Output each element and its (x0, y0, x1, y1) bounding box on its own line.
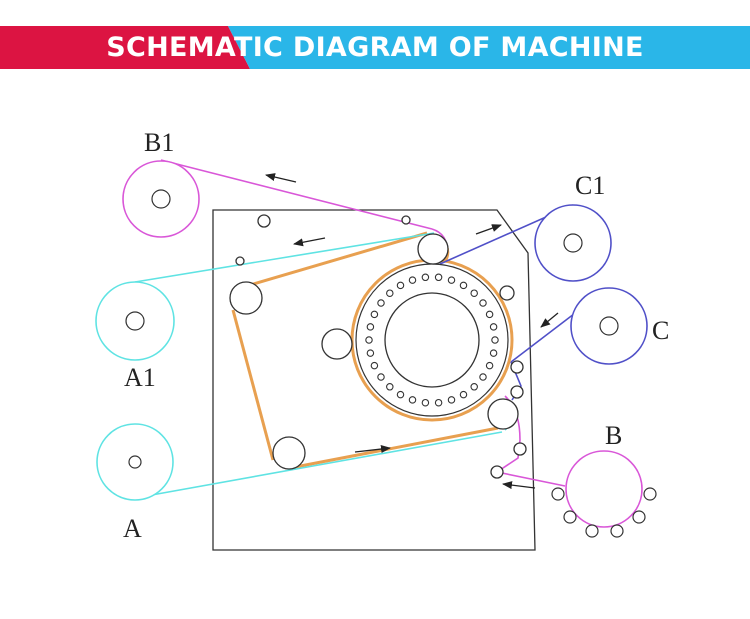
arrow-cyan-top (293, 237, 326, 247)
drum-hole (434, 273, 443, 282)
roller-bottom-right (487, 398, 519, 430)
roller-center-left (321, 328, 353, 360)
internal-rollers (229, 214, 527, 479)
roller-top (417, 233, 449, 265)
drum-hole (396, 390, 405, 399)
guide-roller-3 (513, 442, 527, 456)
label-b: B (605, 421, 622, 450)
machine-frame (212, 209, 536, 551)
drum-hole (365, 336, 373, 344)
drum-holes (365, 273, 499, 407)
reel-c1 (534, 204, 612, 282)
drum-hole (447, 276, 456, 284)
header-banner: SCHEMATIC DIAGRAM OF MACHINE (0, 26, 750, 69)
drum-hole (470, 383, 478, 391)
reel-a1 (95, 281, 175, 361)
arrow-bottom-belt (354, 445, 391, 453)
arrow-blue-c (540, 312, 559, 328)
drum-hole (366, 349, 375, 357)
roller-left-tiny (235, 256, 245, 266)
drum-hole (377, 373, 385, 381)
drum-hole (396, 281, 405, 290)
drum-hole (370, 310, 379, 319)
roller-top-left-small (257, 214, 271, 228)
drum-hole (447, 396, 456, 404)
label-a: A (123, 514, 142, 543)
guide-roller-2 (510, 385, 524, 399)
drum-hole (470, 289, 478, 297)
arrow-blue-c1 (475, 224, 502, 235)
magenta-line-b (160, 159, 566, 487)
main-drum (355, 263, 509, 417)
drum-hole (459, 390, 468, 399)
drum-hole (421, 273, 430, 282)
drum-hole (370, 361, 379, 370)
drum-hole (479, 373, 487, 381)
roller-top-right-small (401, 215, 411, 225)
drum-hole (366, 323, 375, 331)
label-c: C (652, 316, 669, 345)
drum-hole (386, 383, 394, 391)
drum-hole (408, 276, 417, 284)
label-a1: A1 (124, 363, 156, 392)
drum-hole (485, 361, 494, 370)
cyan-line-a (134, 232, 516, 499)
label-c1: C1 (575, 171, 605, 200)
guide-roller-1 (510, 360, 524, 374)
roller-left (229, 281, 263, 315)
drum-hole (421, 398, 430, 407)
reel-a (96, 423, 174, 501)
reel-b1 (122, 160, 200, 238)
roller-right-small (499, 285, 515, 301)
direction-arrows (265, 173, 559, 490)
header-banner-background (0, 26, 750, 69)
drum-hole (489, 349, 498, 357)
reel-b (551, 450, 657, 538)
arrow-top (265, 173, 297, 183)
roller-bottom-left (272, 436, 306, 470)
drum-hole (485, 310, 494, 319)
drum-hole (408, 396, 417, 404)
guide-roller-4 (490, 465, 504, 479)
drum-hole (479, 299, 487, 307)
drum-hole (434, 398, 443, 407)
drum-hole (459, 281, 468, 290)
drum-hole (377, 299, 385, 307)
drum-hole (489, 323, 498, 331)
drum-hole (491, 336, 499, 344)
page-title: SCHEMATIC DIAGRAM OF MACHINE (106, 32, 644, 63)
drum-hole (386, 289, 394, 297)
label-b1: B1 (144, 128, 174, 157)
reel-c (570, 287, 648, 365)
arrow-magenta-b (502, 481, 536, 490)
